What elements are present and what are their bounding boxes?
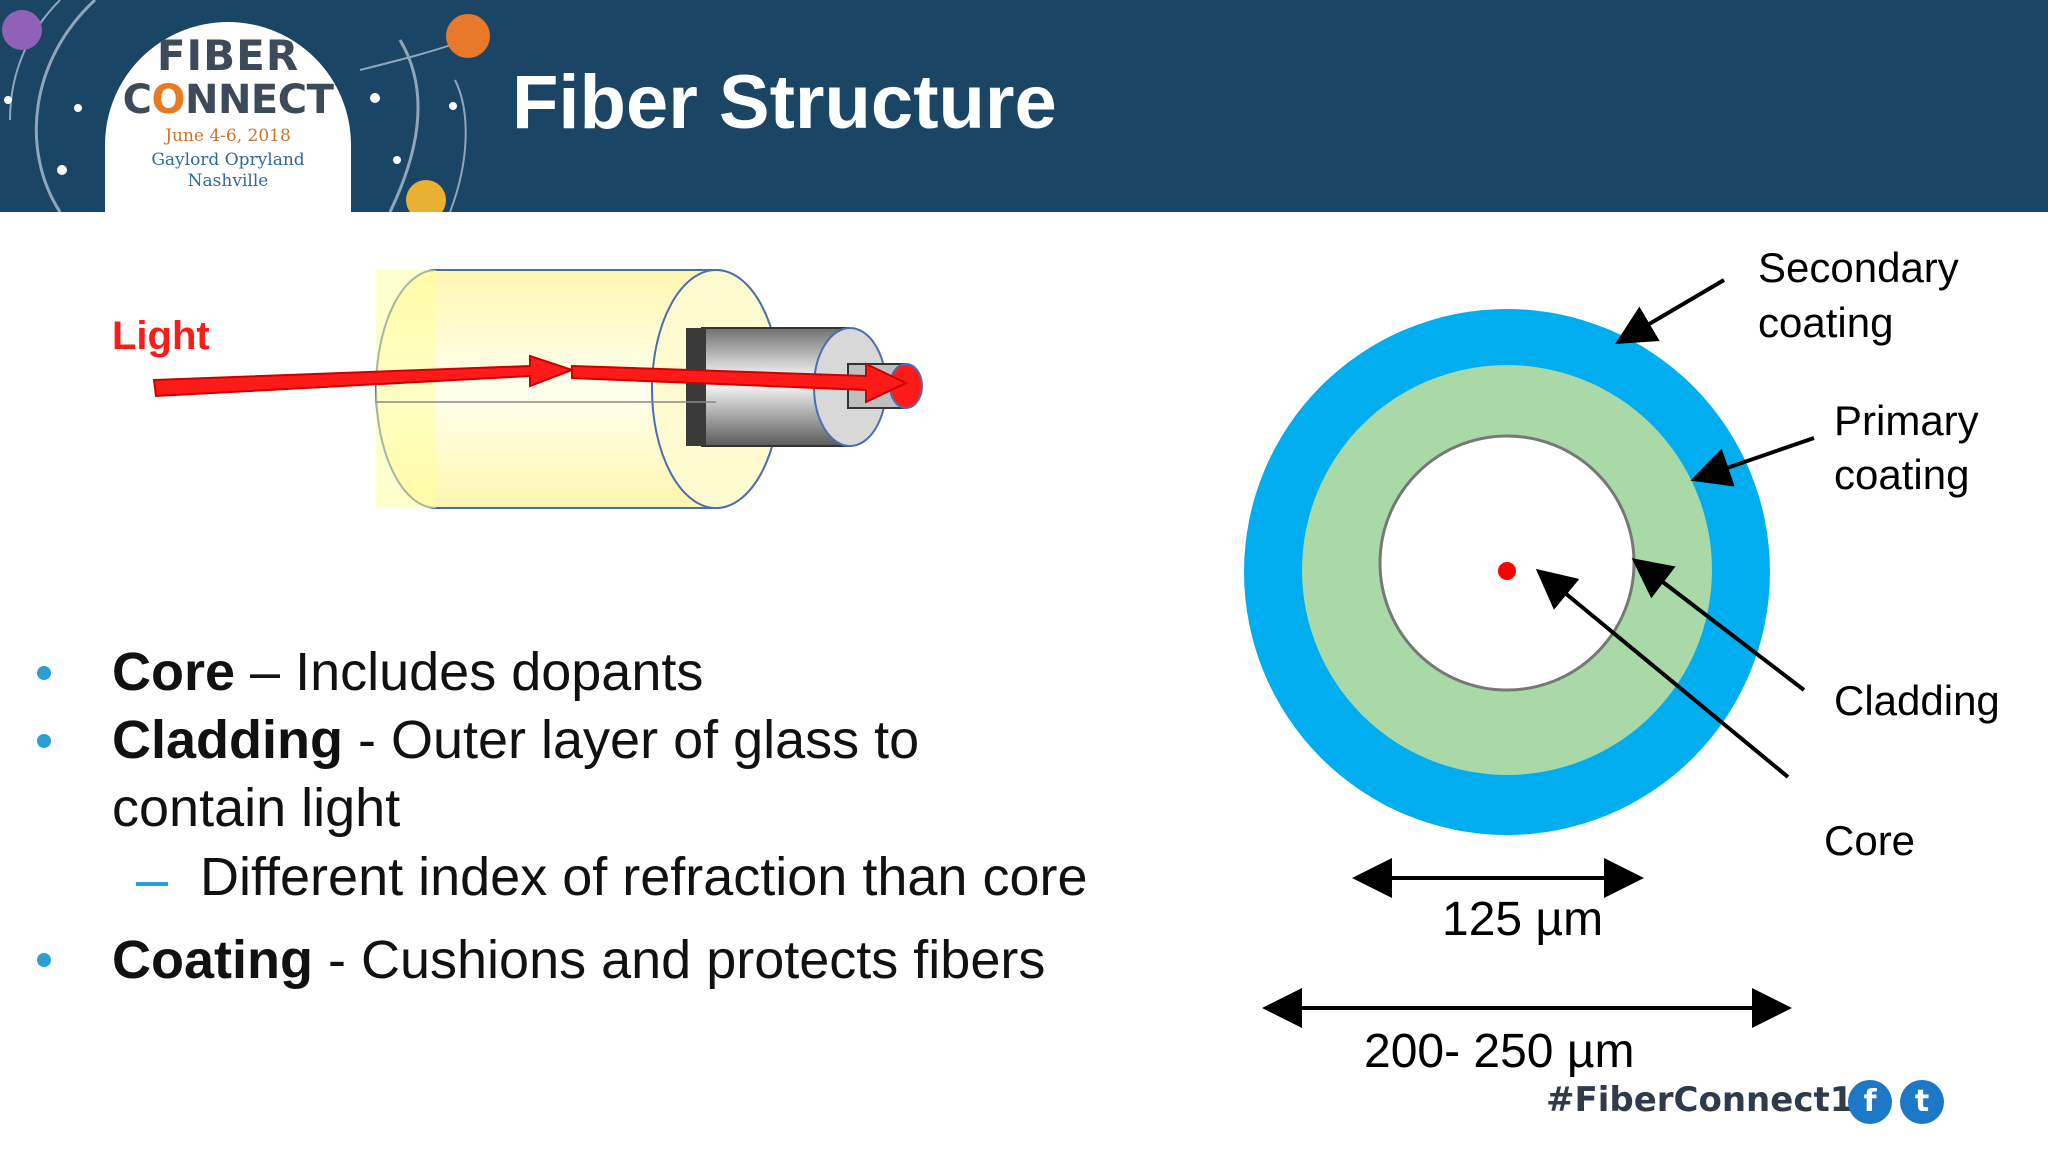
core-label: Core [1824,817,1916,864]
core-arrow [1535,568,1790,779]
callout-arrows [1535,278,1815,779]
cladding-label: Cladding [1834,677,2000,724]
inner-dimension-label: 125 µm [1442,893,1604,946]
light-ray [152,354,909,404]
orange-dot-icon [446,14,490,58]
dimension-lines [1262,858,1792,1028]
bullet-markers [37,666,168,967]
light-label: Light [112,314,210,358]
secondary-coating-arrow [1615,278,1726,345]
primary-coating-label-line1: Primary [1834,397,1979,444]
bullet-core: Core – Includes dopants [112,642,704,702]
sub-bullet-refraction: Different index of refraction than core [200,847,1088,907]
light-ray-segment-1 [152,354,575,398]
bullet-cladding-continuation: contain light [112,778,401,838]
primary-coating-arrow [1690,436,1815,487]
hashtag: #FiberConnect18 [1546,1080,1878,1120]
bullet-cladding: Cladding - Outer layer of glass to [112,710,920,770]
bullet-dot-icon [37,953,51,967]
logo-connect-text: CONNECT [122,77,334,123]
bullet-dot-icon [37,666,51,680]
cladding-arrow [1631,558,1806,692]
outer-dimension-label: 200- 250 µm [1364,1025,1635,1078]
event-logo: FIBER CONNECT June 4-6, 2018 Gaylord Opr… [105,22,351,212]
twitter-icon[interactable]: t [1900,1080,1944,1124]
cable-cutaway [375,269,923,509]
core-dot [1498,562,1516,580]
facebook-icon[interactable]: f [1848,1080,1892,1124]
light-ray-segment-2 [571,362,909,404]
dash-icon [136,882,168,886]
logo-dates: June 4-6, 2018 [165,126,291,146]
secondary-coating-label-line2: coating [1758,299,1894,346]
slide-title: Fiber Structure [512,60,1057,145]
logo-city: Nashville [187,171,269,191]
bullet-coating: Coating - Cushions and protects fibers [112,930,1046,990]
header-band: FIBER CONNECT June 4-6, 2018 Gaylord Opr… [0,0,2048,212]
yellow-dot-icon [406,180,446,212]
logo-fiber-text: FIBER [156,31,300,80]
primary-coating-label-line2: coating [1834,451,1970,498]
fiber-cross-section [1244,309,1770,835]
purple-dot-icon [2,10,42,50]
secondary-coating-label-line1: Secondary [1758,244,1959,291]
header-decoration [2,0,490,212]
logo-venue: Gaylord Opryland [151,150,305,170]
bullet-dot-icon [37,734,51,748]
